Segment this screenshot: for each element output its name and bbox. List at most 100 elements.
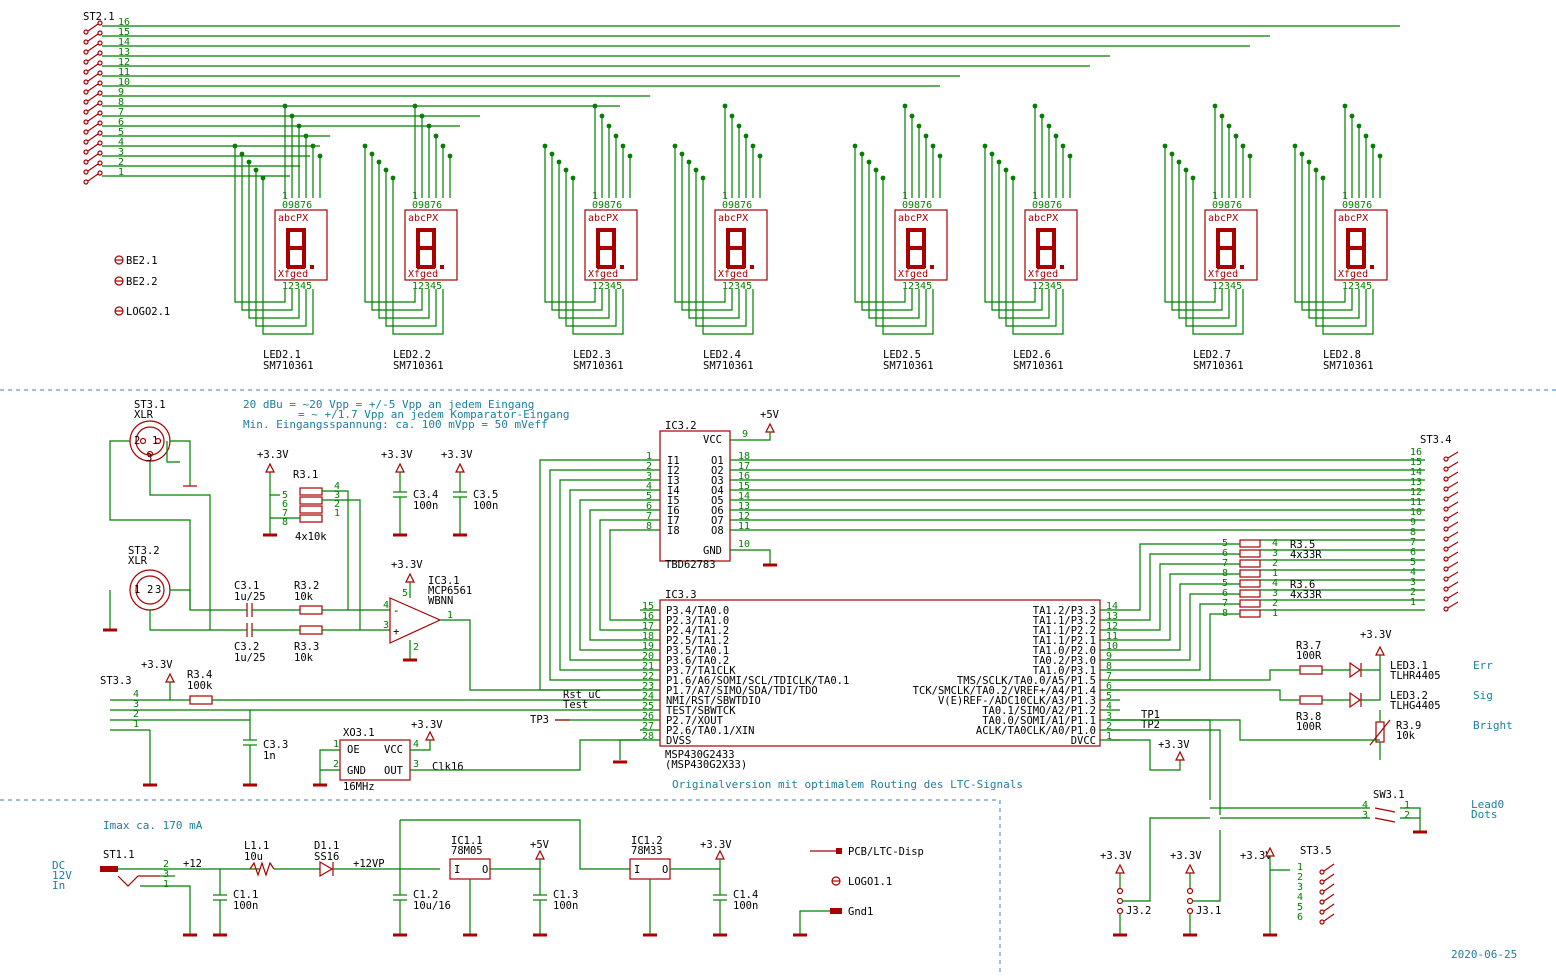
v5-power: +5V bbox=[530, 839, 550, 851]
sw-func2: Dots bbox=[1471, 808, 1498, 821]
ic11-val: 78M05 bbox=[451, 845, 483, 857]
ic32-in-2: I3 bbox=[667, 475, 680, 487]
svg-text:2: 2 bbox=[133, 709, 139, 720]
st34-contact bbox=[1443, 556, 1449, 562]
r33-ref: R3.3 bbox=[294, 641, 319, 653]
ic33-lnum: 27 bbox=[642, 721, 654, 732]
ic32-out-num: 13 bbox=[738, 501, 750, 512]
ic32-in-0: I1 bbox=[667, 455, 680, 467]
r39-val: 10k bbox=[1396, 730, 1416, 742]
segment bbox=[302, 228, 306, 248]
led-seg-top: abcPX bbox=[588, 213, 618, 224]
r32-val: 10k bbox=[294, 591, 314, 603]
svg-text:1: 1 bbox=[134, 584, 140, 596]
ic33-lnum: 25 bbox=[642, 701, 654, 712]
st34-contact bbox=[1443, 516, 1449, 522]
led-seg-top: abcPX bbox=[278, 213, 308, 224]
ic33-rnum: 7 bbox=[1106, 671, 1112, 682]
ic32-out-num: 17 bbox=[738, 461, 750, 472]
svg-text:6: 6 bbox=[282, 499, 288, 510]
ic33-lnum: 19 bbox=[642, 641, 654, 652]
st21-pin-1: 1 bbox=[118, 167, 124, 178]
net-rst: Rst_uC bbox=[563, 689, 601, 701]
led-part: SM710361 bbox=[393, 360, 444, 372]
ic12-ref: IC1.2 bbox=[631, 835, 663, 847]
segment bbox=[726, 228, 730, 248]
ic32-in-num: 1 bbox=[646, 451, 652, 462]
v33-c34: +3.3V bbox=[381, 449, 413, 461]
segment bbox=[286, 248, 290, 268]
st34-pin-14: 14 bbox=[1410, 467, 1422, 478]
note-line-2: = ~ +/1.7 Vpp an jedem Komparator-Eingan… bbox=[298, 408, 570, 421]
svg-text:2: 2 bbox=[1404, 810, 1410, 821]
c34-ref: C3.4 bbox=[413, 489, 438, 501]
svg-text:+: + bbox=[393, 626, 399, 638]
legend-pcb: PCB/LTC-Disp bbox=[848, 846, 924, 858]
segment bbox=[742, 228, 746, 248]
st21-contact bbox=[83, 99, 89, 105]
led-ref: LED2.2 bbox=[393, 349, 431, 361]
st34-contact bbox=[1443, 496, 1449, 502]
net-tp1: TP1 bbox=[1141, 709, 1160, 721]
st21-pin-9: 9 bbox=[118, 87, 124, 98]
st34-contact bbox=[1443, 526, 1449, 532]
ic33-left-pin: P1.6/A6/SOMI/SCL/TDICLK/TA0.1 bbox=[666, 675, 849, 687]
svg-text:-: - bbox=[393, 605, 399, 617]
ic33-rnum: 9 bbox=[1106, 651, 1112, 662]
c31-ref: C3.1 bbox=[234, 580, 259, 592]
segment bbox=[416, 248, 420, 268]
v33-r31: +3.3V bbox=[257, 449, 289, 461]
ic33-left-pin: TEST/SBWTCK bbox=[666, 705, 736, 717]
st21-contact bbox=[83, 139, 89, 145]
segment bbox=[1217, 228, 1235, 232]
st34-contact bbox=[1443, 456, 1449, 462]
st34-pin-1: 1 bbox=[1410, 597, 1416, 608]
r35-ref: R3.5 bbox=[1290, 539, 1315, 551]
net-test: Test bbox=[563, 699, 588, 711]
svg-text:3: 3 bbox=[1362, 810, 1368, 821]
segment bbox=[287, 228, 305, 232]
st21-contact bbox=[83, 179, 89, 185]
c14-ref: C1.4 bbox=[733, 889, 758, 901]
ic33-body bbox=[659, 599, 1101, 747]
st21-contact bbox=[83, 39, 89, 45]
ic33-lnum: 24 bbox=[642, 691, 654, 702]
st34-contact bbox=[1443, 546, 1449, 552]
segment bbox=[596, 228, 600, 248]
st21-pin-5: 5 bbox=[118, 127, 124, 138]
date-label: 2020-06-25 bbox=[1451, 948, 1517, 961]
ic32-in-4: I5 bbox=[667, 495, 680, 507]
segment bbox=[906, 248, 910, 268]
xo31-val: 16MHz bbox=[343, 781, 375, 793]
r38-ref: R3.8 bbox=[1296, 711, 1321, 723]
st35-contact bbox=[1319, 879, 1325, 885]
ic33-lnum: 20 bbox=[642, 651, 654, 662]
segment bbox=[1232, 248, 1236, 268]
ic33-lnum: 26 bbox=[642, 711, 654, 722]
r36-val: 4x33R bbox=[1290, 589, 1322, 601]
ic32-in-num: 2 bbox=[646, 461, 652, 472]
st21-pin-2: 2 bbox=[118, 157, 124, 168]
j31-label: J3.1 bbox=[1196, 905, 1221, 917]
segment bbox=[727, 265, 745, 269]
segment-dp bbox=[1060, 265, 1064, 269]
led-pin-bottom: 12345 bbox=[592, 281, 622, 292]
segment bbox=[612, 228, 616, 248]
ic33-lnum: 16 bbox=[642, 611, 654, 622]
st35-contact bbox=[1319, 919, 1325, 925]
ic32-in-num: 5 bbox=[646, 491, 652, 502]
segment bbox=[906, 228, 910, 248]
v33-r34: +3.3V bbox=[141, 659, 173, 671]
ic33-lnum: 21 bbox=[642, 661, 654, 672]
segment bbox=[417, 228, 435, 232]
led-part: SM710361 bbox=[1013, 360, 1064, 372]
ic32-output-wires bbox=[730, 459, 1425, 611]
ic33-rnum: 6 bbox=[1106, 681, 1112, 692]
st35-pin: 4 bbox=[1297, 892, 1303, 903]
segment bbox=[416, 228, 420, 248]
legend-gnd: Gnd1 bbox=[848, 906, 873, 918]
st21-pin-11: 11 bbox=[118, 67, 130, 78]
